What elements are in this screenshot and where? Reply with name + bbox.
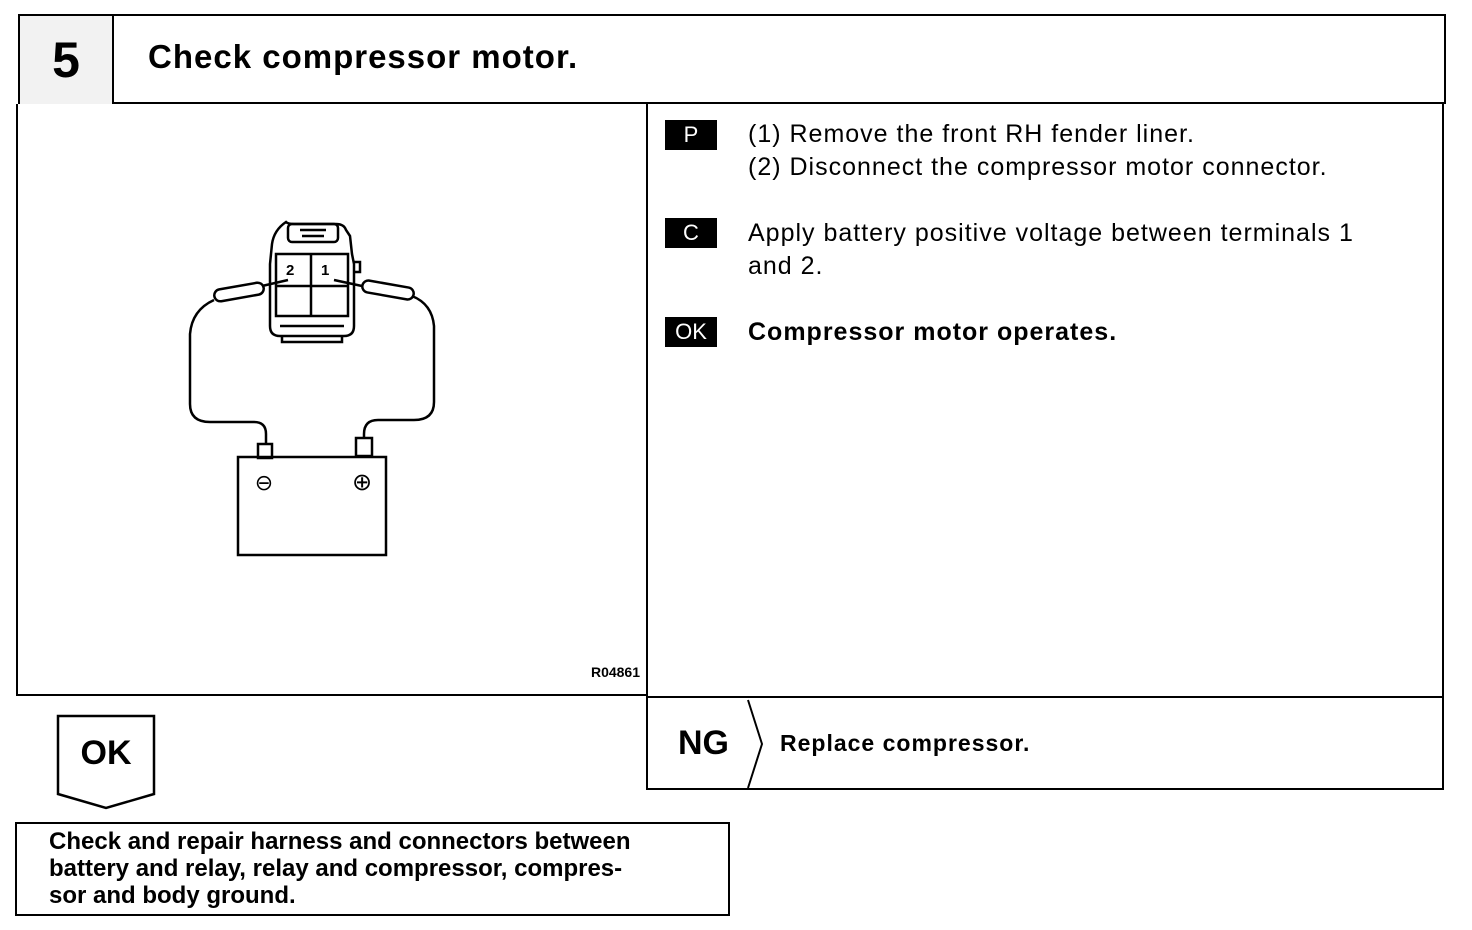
left-probe-lead <box>188 278 289 460</box>
ok-criteria-badge: OK <box>665 317 717 347</box>
ok-label: OK <box>80 734 132 772</box>
step-number-box: 5 <box>20 16 114 104</box>
compressor-connector-diagram: 2 1 ⊖ ⊕ <box>188 220 436 557</box>
ok-result-line-1: Check and repair harness and connectors … <box>49 828 631 855</box>
chevron-right-icon <box>747 699 764 789</box>
step-title: Check compressor motor. <box>148 38 579 75</box>
terminal-2-label: 2 <box>286 262 294 279</box>
ng-result-box: NG Replace compressor. <box>646 698 1444 790</box>
ng-label: NG <box>678 724 729 762</box>
procedure-step-2: (2) Disconnect the compressor motor conn… <box>748 153 1328 181</box>
step-number: 5 <box>52 32 80 88</box>
ok-criteria-text: Compressor motor operates. <box>748 318 1118 346</box>
ng-action-text: Replace compressor. <box>780 730 1031 756</box>
ok-result-line-2: battery and relay, relay and compressor,… <box>49 855 623 882</box>
battery-negative-terminal: ⊖ <box>255 471 273 496</box>
check-badge: C <box>665 218 717 248</box>
procedure-badge: P <box>665 120 717 150</box>
check-text-line-2: and 2. <box>748 252 824 280</box>
step-header: 5 Check compressor motor. <box>18 14 1446 104</box>
ok-arrow-icon <box>56 714 156 810</box>
battery-positive-terminal: ⊕ <box>352 468 372 496</box>
terminal-1-label: 1 <box>321 262 329 279</box>
check-text-line-1: Apply battery positive voltage between t… <box>748 219 1354 247</box>
connector-icon <box>268 220 362 344</box>
ok-result-line-3: sor and body ground. <box>49 882 296 909</box>
procedure-step-1: (1) Remove the front RH fender liner. <box>748 120 1195 148</box>
figure-panel: 2 1 ⊖ ⊕ R04861 <box>16 104 648 696</box>
battery-icon <box>236 455 388 557</box>
ok-result-box: Check and repair harness and connectors … <box>15 822 730 916</box>
figure-id: R04861 <box>590 664 640 680</box>
right-probe-lead <box>333 278 436 458</box>
instructions-panel: P (1) Remove the front RH fender liner. … <box>646 104 1444 698</box>
